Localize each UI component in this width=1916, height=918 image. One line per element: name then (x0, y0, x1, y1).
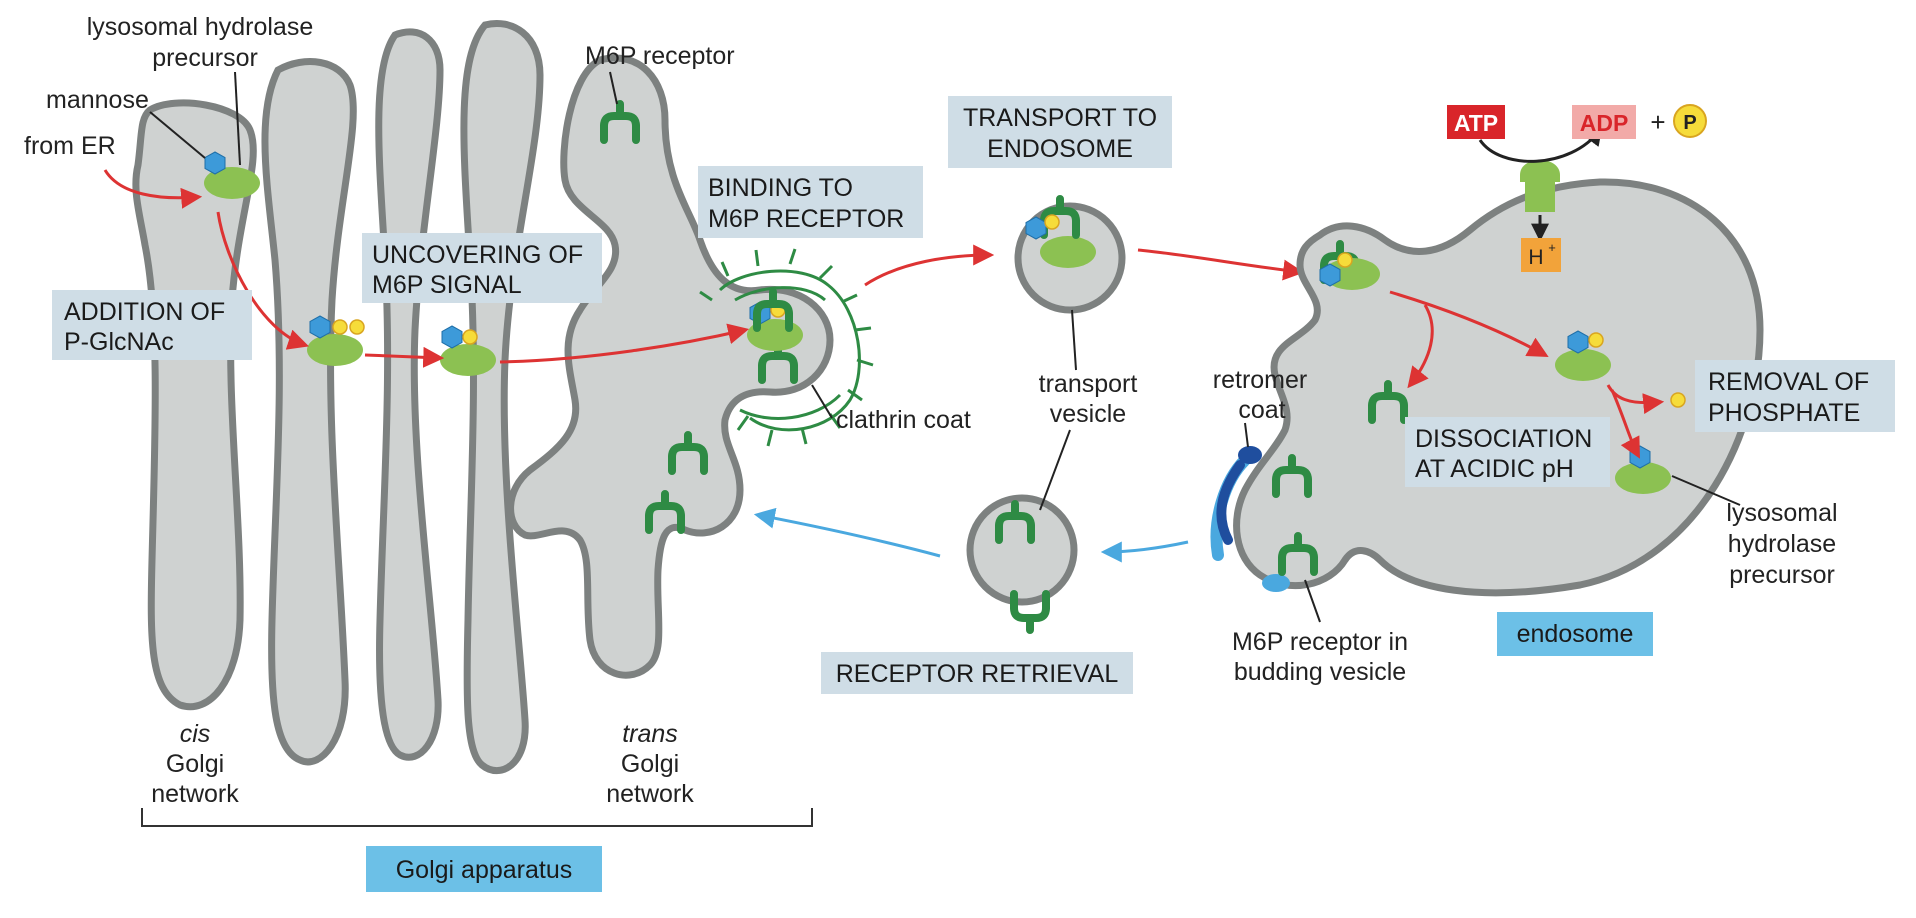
golgi-apparatus-cisternae (132, 20, 834, 775)
hydrolase-dissociated (1555, 349, 1611, 381)
proton-charge: + (1548, 240, 1556, 255)
mannose-transport-vesicle (1025, 216, 1047, 240)
phosphate-badge (1673, 104, 1707, 138)
medial-cisterna-1 (261, 58, 357, 766)
step-transport-line-1: TRANSPORT TO (963, 104, 1157, 132)
label-cis-network: network (151, 780, 239, 808)
medial-cisterna-3 (460, 20, 544, 775)
mannose-cis (204, 151, 226, 175)
label-hydrolase-right-3: precursor (1729, 561, 1835, 589)
step-binding: BINDING TO M6P RECEPTOR (698, 166, 923, 238)
step-dissociation: DISSOCIATION AT ACIDIC pH (1405, 417, 1610, 487)
endosome-membrane (1233, 178, 1764, 597)
label-transport-vesicle-2: vesicle (1050, 400, 1126, 428)
released-phosphate (1670, 392, 1686, 408)
atp-box (1447, 105, 1505, 139)
medial-cisterna-2 (375, 28, 444, 761)
plus-sign: + (1650, 107, 1665, 137)
step-transport-line-2: ENDOSOME (987, 135, 1133, 163)
atp-label: ATP (1454, 110, 1498, 136)
step-removal: REMOVAL OF PHOSPHATE (1695, 360, 1895, 432)
proton-pump (1478, 127, 1603, 242)
label-hydrolase-right-1: lysosomal (1726, 499, 1837, 527)
phosphate-medial-1b (349, 319, 365, 335)
transport-vesicle-forward (1014, 199, 1126, 314)
label-from-er: from ER (24, 132, 116, 160)
label-mannose: mannose (46, 86, 149, 114)
label-cis: cis (180, 720, 211, 748)
step-binding-line-1: BINDING TO (708, 174, 853, 202)
label-hydrolase-right-2: hydrolase (1728, 530, 1836, 558)
phosphate-transport-vesicle (1044, 214, 1060, 230)
label-hydrolase-precursor-top-1: lysosomal hydrolase (87, 13, 314, 41)
leader-lines (149, 71, 1741, 623)
label-trans-golgi: Golgi (621, 750, 679, 778)
label-retromer-coat-1: retromer (1213, 366, 1307, 394)
step-uncovering: UNCOVERING OF M6P SIGNAL (362, 233, 602, 303)
label-transport-vesicle-1: transport (1039, 370, 1138, 398)
label-hydrolase-precursor-top-2: precursor (152, 44, 258, 72)
adp-label: ADP (1580, 110, 1629, 136)
step-transport: TRANSPORT TO ENDOSOME (948, 96, 1172, 168)
label-retromer-coat-2: coat (1238, 396, 1285, 424)
label-m6p-budding-2: budding vesicle (1234, 658, 1406, 686)
step-removal-line-2: PHOSPHATE (1708, 399, 1860, 427)
label-clathrin-coat: clathrin coat (836, 406, 971, 434)
label-m6p-budding-1: M6P receptor in (1232, 628, 1408, 656)
endosome-arrows (1389, 290, 1665, 459)
label-trans: trans (622, 720, 678, 748)
hydrolase-medial-3 (440, 344, 496, 376)
transport-vesicle-retrieval (966, 494, 1078, 630)
step-addition: ADDITION OF P-GlcNAc (52, 290, 252, 360)
step-uncovering-line-2: M6P SIGNAL (372, 271, 522, 299)
step-retrieval: RECEPTOR RETRIEVAL (821, 652, 1133, 694)
retromer-coat (1210, 446, 1290, 592)
mannose-dephosphorylated (1629, 445, 1651, 469)
trans-golgi-network (507, 54, 834, 679)
adp-box (1572, 105, 1636, 139)
step-addition-line-1: ADDITION OF (64, 298, 225, 326)
mannose-medial-3 (441, 325, 463, 349)
hydrolase-medial-1 (307, 334, 363, 366)
step-uncovering-line-1: UNCOVERING OF (372, 241, 583, 269)
step-retrieval-label: RECEPTOR RETRIEVAL (836, 660, 1119, 688)
mannose-endosome-entry (1319, 263, 1341, 287)
clathrin-coat (699, 248, 874, 447)
golgi-bracket (141, 808, 813, 827)
step-addition-line-2: P-GlcNAc (64, 328, 174, 356)
golgi-apparatus-label: Golgi apparatus (396, 856, 573, 884)
phosphate-medial-3 (462, 329, 478, 345)
step-binding-line-2: M6P RECEPTOR (708, 205, 904, 233)
endosome-label: endosome (1517, 620, 1634, 648)
phosphate-endosome-entry (1337, 252, 1353, 268)
proton-box (1521, 238, 1561, 272)
proton-label: H (1528, 246, 1543, 269)
step-removal-line-1: REMOVAL OF (1708, 368, 1869, 396)
label-cis-golgi: Golgi (166, 750, 224, 778)
phosphate-medial-1a (332, 319, 348, 335)
golgi-apparatus-tag: Golgi apparatus (366, 846, 602, 892)
label-trans-network: network (606, 780, 694, 808)
phosphate-badge-label: P (1683, 112, 1696, 134)
phosphate-dissociated (1588, 332, 1604, 348)
label-m6p-receptor: M6P receptor (585, 42, 735, 70)
mannose-medial-1 (309, 315, 331, 339)
endosome-tag: endosome (1497, 612, 1653, 656)
mannose-dissociated (1567, 330, 1589, 354)
step-dissociation-line-2: AT ACIDIC pH (1415, 455, 1574, 483)
step-dissociation-line-1: DISSOCIATION (1415, 425, 1592, 453)
hydrolase-transport-vesicle (1040, 236, 1096, 268)
vesicle-transport-arrows (753, 244, 1305, 563)
